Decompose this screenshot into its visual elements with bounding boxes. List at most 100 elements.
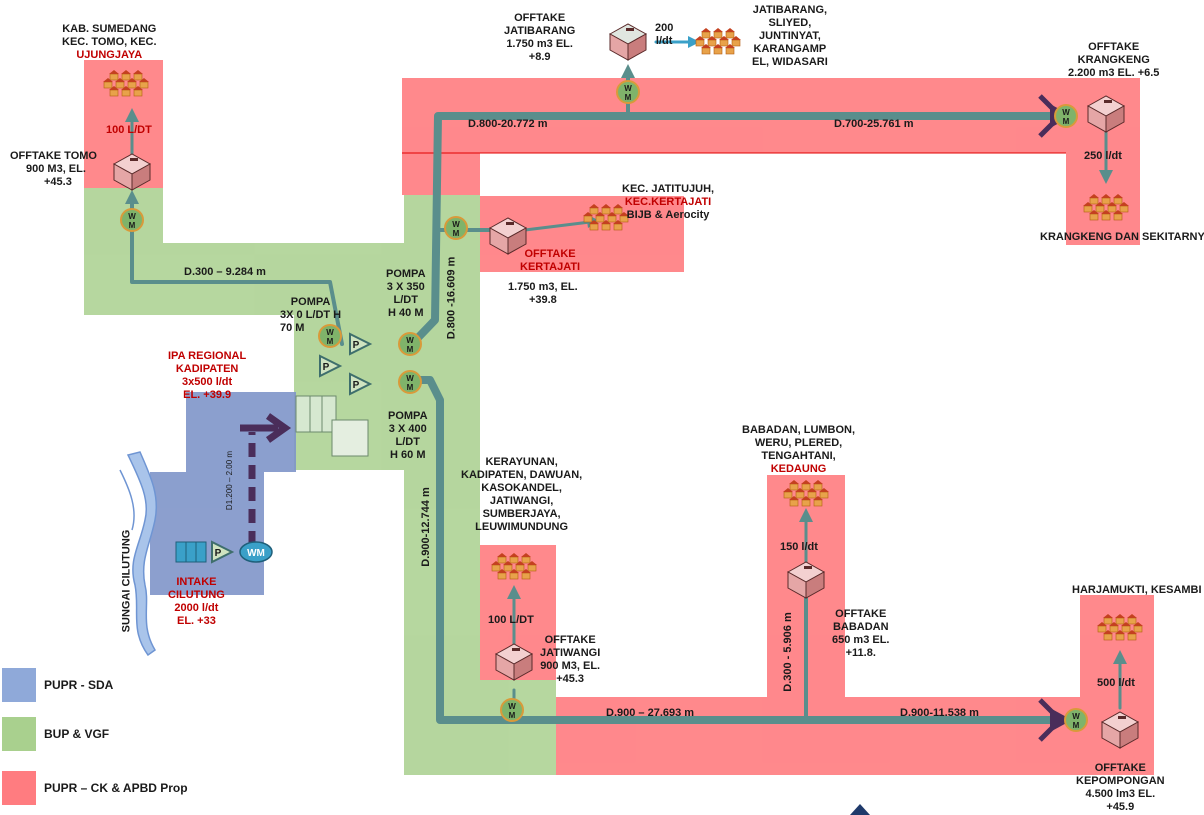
houses-babadan-icon xyxy=(783,480,829,507)
svg-text:M: M xyxy=(1073,721,1080,730)
kertajati-capacity-label: 1.750 m3, EL.+39.8 xyxy=(508,281,578,306)
intake-structure-icon xyxy=(175,541,207,563)
pipe-north1-label: D.800-20.772 m xyxy=(468,118,548,130)
krangkeng-area-label: KRANGKENG DAN SEKITARNYA xyxy=(1040,231,1204,243)
pump-tomo-icon: P xyxy=(349,332,373,356)
meter-kepompongan-icon: WM xyxy=(1064,708,1088,732)
svg-text:M: M xyxy=(625,93,632,102)
svg-text:M: M xyxy=(129,221,136,230)
houses-krangkeng-icon xyxy=(1083,194,1129,221)
intake-meter-icon: WM xyxy=(239,541,273,563)
legend-label-bup: BUP & VGF xyxy=(44,727,110,741)
river-shape xyxy=(126,451,158,657)
legend-swatch-ck xyxy=(2,771,36,805)
svg-text:W: W xyxy=(1072,712,1080,721)
meter-krangkeng-icon: WM xyxy=(1054,104,1078,128)
sda-region xyxy=(150,392,296,595)
meter-kertajati-icon: WM xyxy=(444,216,468,240)
houses-jatiwangi-icon xyxy=(491,553,537,580)
offtake-kertajati-icon xyxy=(488,217,528,255)
pipe-babadan-label: D.300 - 5.906 m xyxy=(781,612,794,692)
pipe-tomo-label: D.300 – 9.284 m xyxy=(184,266,266,278)
intake-pump-icon: P xyxy=(211,540,235,564)
pump-spare-icon: P xyxy=(319,354,343,378)
pipe-south1-label: D.900 – 27.693 m xyxy=(606,707,695,719)
houses-sumedang-icon xyxy=(103,70,149,97)
tomo-flow-label: 100 L/DT xyxy=(106,124,152,136)
ipa-plant-icon xyxy=(295,395,369,457)
meter-pompa3-icon: WM xyxy=(398,370,422,394)
babadan-area-label: BABADAN, LUMBON,WERU, PLERED,TENGAHTANI,… xyxy=(742,424,856,475)
pipe-network xyxy=(130,40,1122,724)
meter-jatibarang-icon: WM xyxy=(616,80,640,104)
offtake-tomo-icon xyxy=(112,153,152,191)
offtake-jatiwangi-icon xyxy=(494,643,534,681)
raw-pipe-label: D1.200 – 2.00 m xyxy=(225,450,235,511)
houses-kepompongan-icon xyxy=(1097,614,1143,641)
svg-text:P: P xyxy=(323,362,330,373)
svg-text:W: W xyxy=(406,336,414,345)
svg-text:WM: WM xyxy=(247,548,265,559)
meter-tomo-icon: WM xyxy=(120,208,144,232)
legend-swatch-sda xyxy=(2,668,36,702)
pipe-v1-label: D.800 -16.609 m xyxy=(445,256,458,340)
houses-jatibarang-icon xyxy=(695,28,741,55)
svg-text:P: P xyxy=(353,380,360,391)
svg-text:M: M xyxy=(509,711,516,720)
meter-pompa1-icon: WM xyxy=(318,324,342,348)
svg-text:W: W xyxy=(128,212,136,221)
svg-text:W: W xyxy=(1062,108,1070,117)
svg-text:M: M xyxy=(1063,117,1070,126)
svg-text:M: M xyxy=(407,383,414,392)
main-flow-arrows xyxy=(240,94,1064,742)
harjamukti-area-label: HARJAMUKTI, KESAMBI xyxy=(1072,584,1202,596)
kepompongan-flow-label: 500 l/dt xyxy=(1097,677,1135,689)
krangkeng-flow-label: 250 l/dt xyxy=(1084,150,1122,162)
pump-south-icon: P xyxy=(349,372,373,396)
svg-text:P: P xyxy=(215,548,222,559)
offtake-krangkeng-icon xyxy=(1086,95,1126,133)
svg-text:W: W xyxy=(452,220,460,229)
river-branch xyxy=(119,469,135,531)
kadipaten-area-label: KERAYUNAN,KADIPATEN, DAWUAN,KASOKANDEL,J… xyxy=(461,456,583,533)
svg-text:W: W xyxy=(326,328,334,337)
offtake-jatibarang-icon xyxy=(608,23,648,61)
svg-text:W: W xyxy=(508,702,516,711)
pipe-v2-label: D.900-12.744 m xyxy=(419,487,432,567)
pipe-north2-label: D.700-25.761 m xyxy=(834,118,914,130)
offtake-kepompongan-icon xyxy=(1100,711,1140,749)
svg-text:P: P xyxy=(353,340,360,351)
svg-text:W: W xyxy=(624,84,632,93)
svg-text:W: W xyxy=(406,374,414,383)
jatiwangi-flow-label: 100 L/DT xyxy=(488,614,534,626)
svg-text:M: M xyxy=(327,337,334,346)
legend-label-ck: PUPR – CK & APBD Prop xyxy=(44,781,188,795)
svg-text:M: M xyxy=(407,345,414,354)
meter-jatiwangi-icon: WM xyxy=(500,698,524,722)
cut-off-arrow xyxy=(850,804,870,815)
pipe-south2-label: D.900-11.538 m xyxy=(900,707,979,719)
svg-text:M: M xyxy=(453,229,460,238)
meter-pompa2-icon: WM xyxy=(398,332,422,356)
offtake-babadan-icon xyxy=(786,561,826,599)
legend-label-sda: PUPR - SDA xyxy=(44,678,114,692)
river-label: SUNGAI CILUTUNG xyxy=(120,529,133,633)
legend-swatch-bup xyxy=(2,717,36,751)
houses-kertajati-icon xyxy=(583,204,629,231)
